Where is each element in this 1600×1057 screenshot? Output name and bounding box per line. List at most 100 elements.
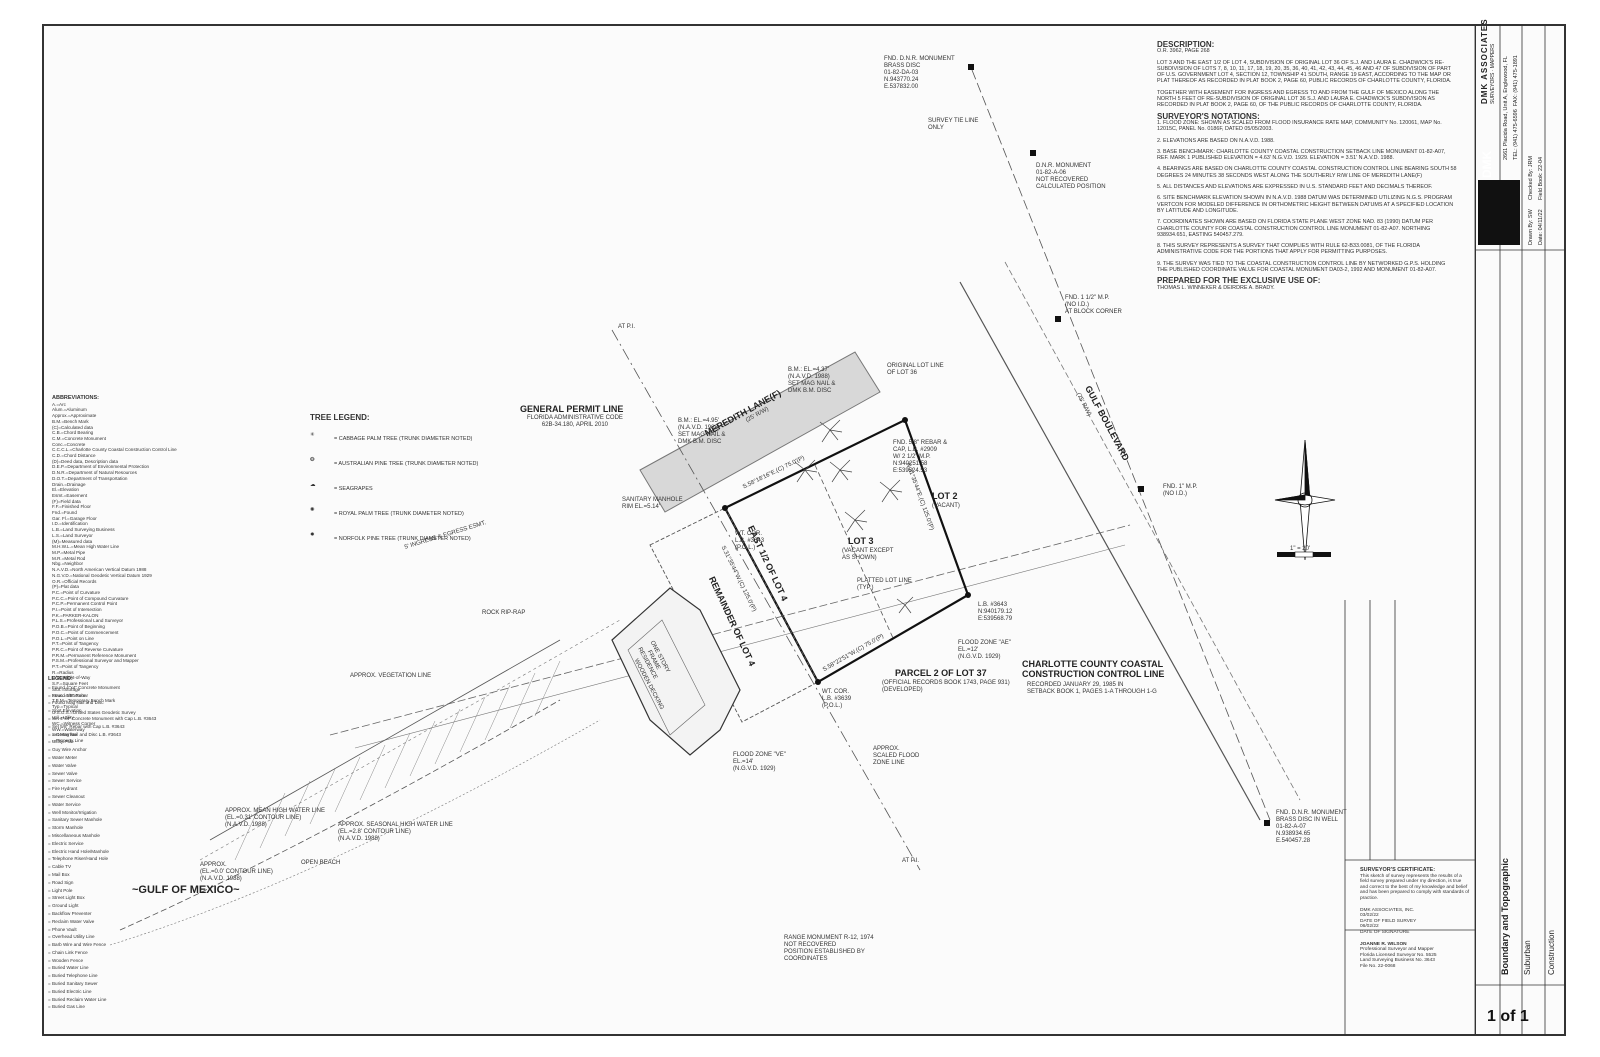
abbreviation-item: Esmt.=Easement [52, 492, 88, 498]
symbol-legend-title: LEGEND: [48, 676, 73, 682]
surveyor-name: JOANNE R. WILSON [1360, 941, 1407, 947]
legend-symbol-item: = Spot Elevation [48, 708, 82, 714]
abbreviation-item: (C)=Calculated data [52, 424, 93, 430]
legend-symbol-item: = Utility Pole [48, 739, 74, 745]
sanitary-manhole-label: SANITARY MANHOLE RIM EL.=5.14' [622, 497, 683, 510]
legend-symbol-item: = Set 5/8" Rebar with Cap L.B. #3643 [48, 723, 125, 729]
gulf-boulevard-line [959, 281, 1261, 821]
cccl-sub: RECORDED JANUARY 29, 1985 IN SETBACK BOO… [1027, 682, 1157, 695]
zero-contour-label: APPROX. (EL.=0.0' CONTOUR LINE) (N.A.V.D… [200, 862, 273, 882]
tree-symbols [794, 419, 914, 614]
witness-corner-bottom: WT. COR. L.B. #3639 (P.O.L.) [822, 689, 852, 709]
parcel-2-label: PARCEL 2 OF LOT 37 [895, 668, 987, 678]
tree-legend-label: = SEAGRAPES [334, 485, 373, 492]
field-survey-date: 03/02/22 [1360, 913, 1379, 919]
abbreviation-item: P.K.=PARKER-KALON [52, 612, 99, 618]
company-name: DMK ASSOCIATES [1480, 18, 1489, 104]
abbreviation-item: El.=Elevation [52, 487, 79, 493]
signature-date: 06/02/22 [1360, 924, 1379, 930]
scale-label: 1" = 20' [1290, 546, 1311, 552]
field-survey-date-label: DATE OF FIELD SURVEY [1360, 918, 1417, 924]
description-book: O.R. 3962, PAGE 268 [1157, 48, 1210, 55]
tree-legend-row: ✳= CABBAGE PALM TREE (TRUNK DIAMETER NOT… [310, 426, 478, 451]
original-lot-line-label: ORIGINAL LOT LINE OF LOT 36 [887, 363, 944, 376]
legend-symbol-item: = Well Monitor/Irrigation [48, 809, 97, 815]
benchmark-1-label: B.M.: EL.=4.37' (N.A.V.D. 1988) SET MAG … [788, 367, 836, 394]
cccl-label: CHARLOTTE COUNTY COASTAL CONSTRUCTION CO… [1022, 659, 1165, 679]
mean-high-water-label: APPROX. MEAN HIGH WATER LINE (EL.=0.31' … [225, 808, 326, 828]
symbol-legend: LEGEND: = Found 4"x4" Concrete Monument=… [48, 676, 156, 1011]
accuracy-standard: Suburban [1523, 940, 1532, 975]
notations-heading: SURVEYOR'S NOTATIONS: [1157, 111, 1260, 121]
survey-date: Date: 04/11/22 [1538, 209, 1544, 245]
legend-symbol-item: = Electric Hand Hole/Manhole [48, 848, 109, 854]
survey-type: Boundary and Topographic [1500, 858, 1510, 975]
notation-item: 1. FLOOD ZONE: SHOWN AS SCALED FROM FLOO… [1157, 119, 1442, 133]
legend-symbol-item: = Buried Electric Line [48, 988, 92, 994]
surveyor-title: Professional Surveyor and Mapper Florida… [1360, 947, 1437, 964]
abbreviation-item: Alum.=Aluminum [52, 407, 87, 413]
abbreviation-item: Nbg.=Neighbor [52, 561, 84, 567]
legend-symbol-item: = Sanitary Sewer Manhole [48, 817, 103, 823]
abbreviation-item: P.T.=Point of Tangency [52, 664, 99, 670]
tree-legend-label: = AUSTRALIAN PINE TREE (TRUNK DIAMETER N… [334, 460, 479, 467]
abbreviation-item: A.=Arc [52, 401, 66, 407]
lot-2-label: LOT 2 [932, 491, 958, 501]
legend-symbol-item: = Water Service [48, 801, 81, 807]
legend-symbol-item: = Guy Wire Anchor [48, 747, 87, 753]
company-address: 2661 Placida Road, Unit A, Englewood, FL [1503, 56, 1509, 160]
legend-symbol-item: = Electric Service [48, 840, 84, 846]
lot-north-line [354, 544, 1126, 749]
drawn-by: Drawn By: SW [1528, 209, 1534, 245]
legend-symbol-item: = Buried Sanitary Sewer [48, 981, 98, 987]
legend-symbol-item: = Street Light Box [48, 895, 85, 901]
tree-legend-label: = CABBAGE PALM TREE (TRUNK DIAMETER NOTE… [334, 435, 473, 442]
abbreviation-item: L.B.=Land Surveying Business [52, 527, 115, 533]
vegetation-line [199, 619, 621, 861]
legend-symbol-item: = Set Mag Nail and Disc L.B. #3643 [48, 731, 121, 737]
flood-zone-ae-label: FLOOD ZONE "AE" EL.=12' (N.G.V.D. 1929) [958, 640, 1011, 660]
notation-item: 4. BEARINGS ARE BASED ON CHARLOTTE COUNT… [1157, 166, 1457, 179]
abbreviation-item: B.M.=Bench Mark [52, 418, 89, 424]
legend-symbol-item: = Overhead Utility Line [48, 934, 95, 940]
legend-symbol-item: = Barb Wire and Wire Fence [48, 942, 107, 948]
legend-symbol-item: = Found Mag Nail and Disc [48, 700, 104, 706]
legend-symbol-item: = Phone Vault [48, 926, 77, 932]
vegetation-line-label: APPROX. VEGETATION LINE [350, 673, 432, 679]
open-beach-label: OPEN BEACH [301, 860, 341, 866]
abbreviation-item: P.R.C.=Point of Reverse Curvature [52, 646, 124, 652]
abbreviation-item: Typ.=Typical [52, 703, 78, 709]
abbreviation-item: P.C.P.=Permanent Control Point [52, 601, 118, 607]
cccl-line [611, 329, 921, 871]
abbreviation-item: P.R.M.=Permanent Reference Monument [52, 652, 137, 658]
seasonal-high-water-label: APPROX. SEASONAL HIGH WATER LINE (EL.=2.… [338, 822, 453, 842]
scaled-flood-label: APPROX. SCALED FLOOD ZONE LINE [873, 746, 920, 766]
abbreviation-item: P.L.S.=Professional Land Surveyor [52, 618, 124, 624]
abbreviation-item: S.F.=Square Feet [52, 681, 88, 687]
abbreviation-item: C.D.=Chord Distance [52, 453, 96, 459]
meredith-lane-pavement [639, 351, 881, 513]
abbreviation-item: = Centerline [52, 732, 77, 738]
rock-riprap-label: ROCK RIP-RAP [482, 610, 526, 616]
abbreviation-item: P.O.B.=Point of Beginning [52, 624, 105, 630]
description-heading: DESCRIPTION: [1157, 40, 1215, 49]
abbreviation-item: P.O.L.=Point on Line [52, 635, 94, 641]
abbreviation-item: L.S.=Land Surveyor [52, 532, 93, 538]
field-book: Field Book: 22-04 [1538, 156, 1544, 200]
australian-pine-icon: ❂ [310, 456, 315, 463]
legend-symbol-item: = Road Sign [48, 879, 74, 885]
abbreviation-item: U.S.G.S.=United States Geodetic Survey [52, 709, 136, 715]
norfolk-pine-icon: ✹ [310, 531, 315, 538]
legend-symbol-item: = Sewer Cleanout [48, 793, 85, 799]
abbreviation-item: M.R.=Metal Rod [52, 555, 86, 561]
checked-by: Checked By: JRM [1528, 155, 1534, 200]
signature-date-label: DATE OF SIGNATURE [1360, 929, 1410, 935]
abbreviation-item: D.O.T.=Department of Transportation [52, 475, 128, 481]
mean-high-water-line [119, 699, 561, 931]
general-permit-sub: FLORIDA ADMINISTRATIVE CODE 62B-34.180, … [527, 415, 623, 428]
at-pi-top-label: AT P.I. [618, 324, 636, 330]
abbreviation-item: Stor.=Storage [52, 686, 81, 692]
legend-symbol-item: = Wooden Fence [48, 957, 84, 963]
